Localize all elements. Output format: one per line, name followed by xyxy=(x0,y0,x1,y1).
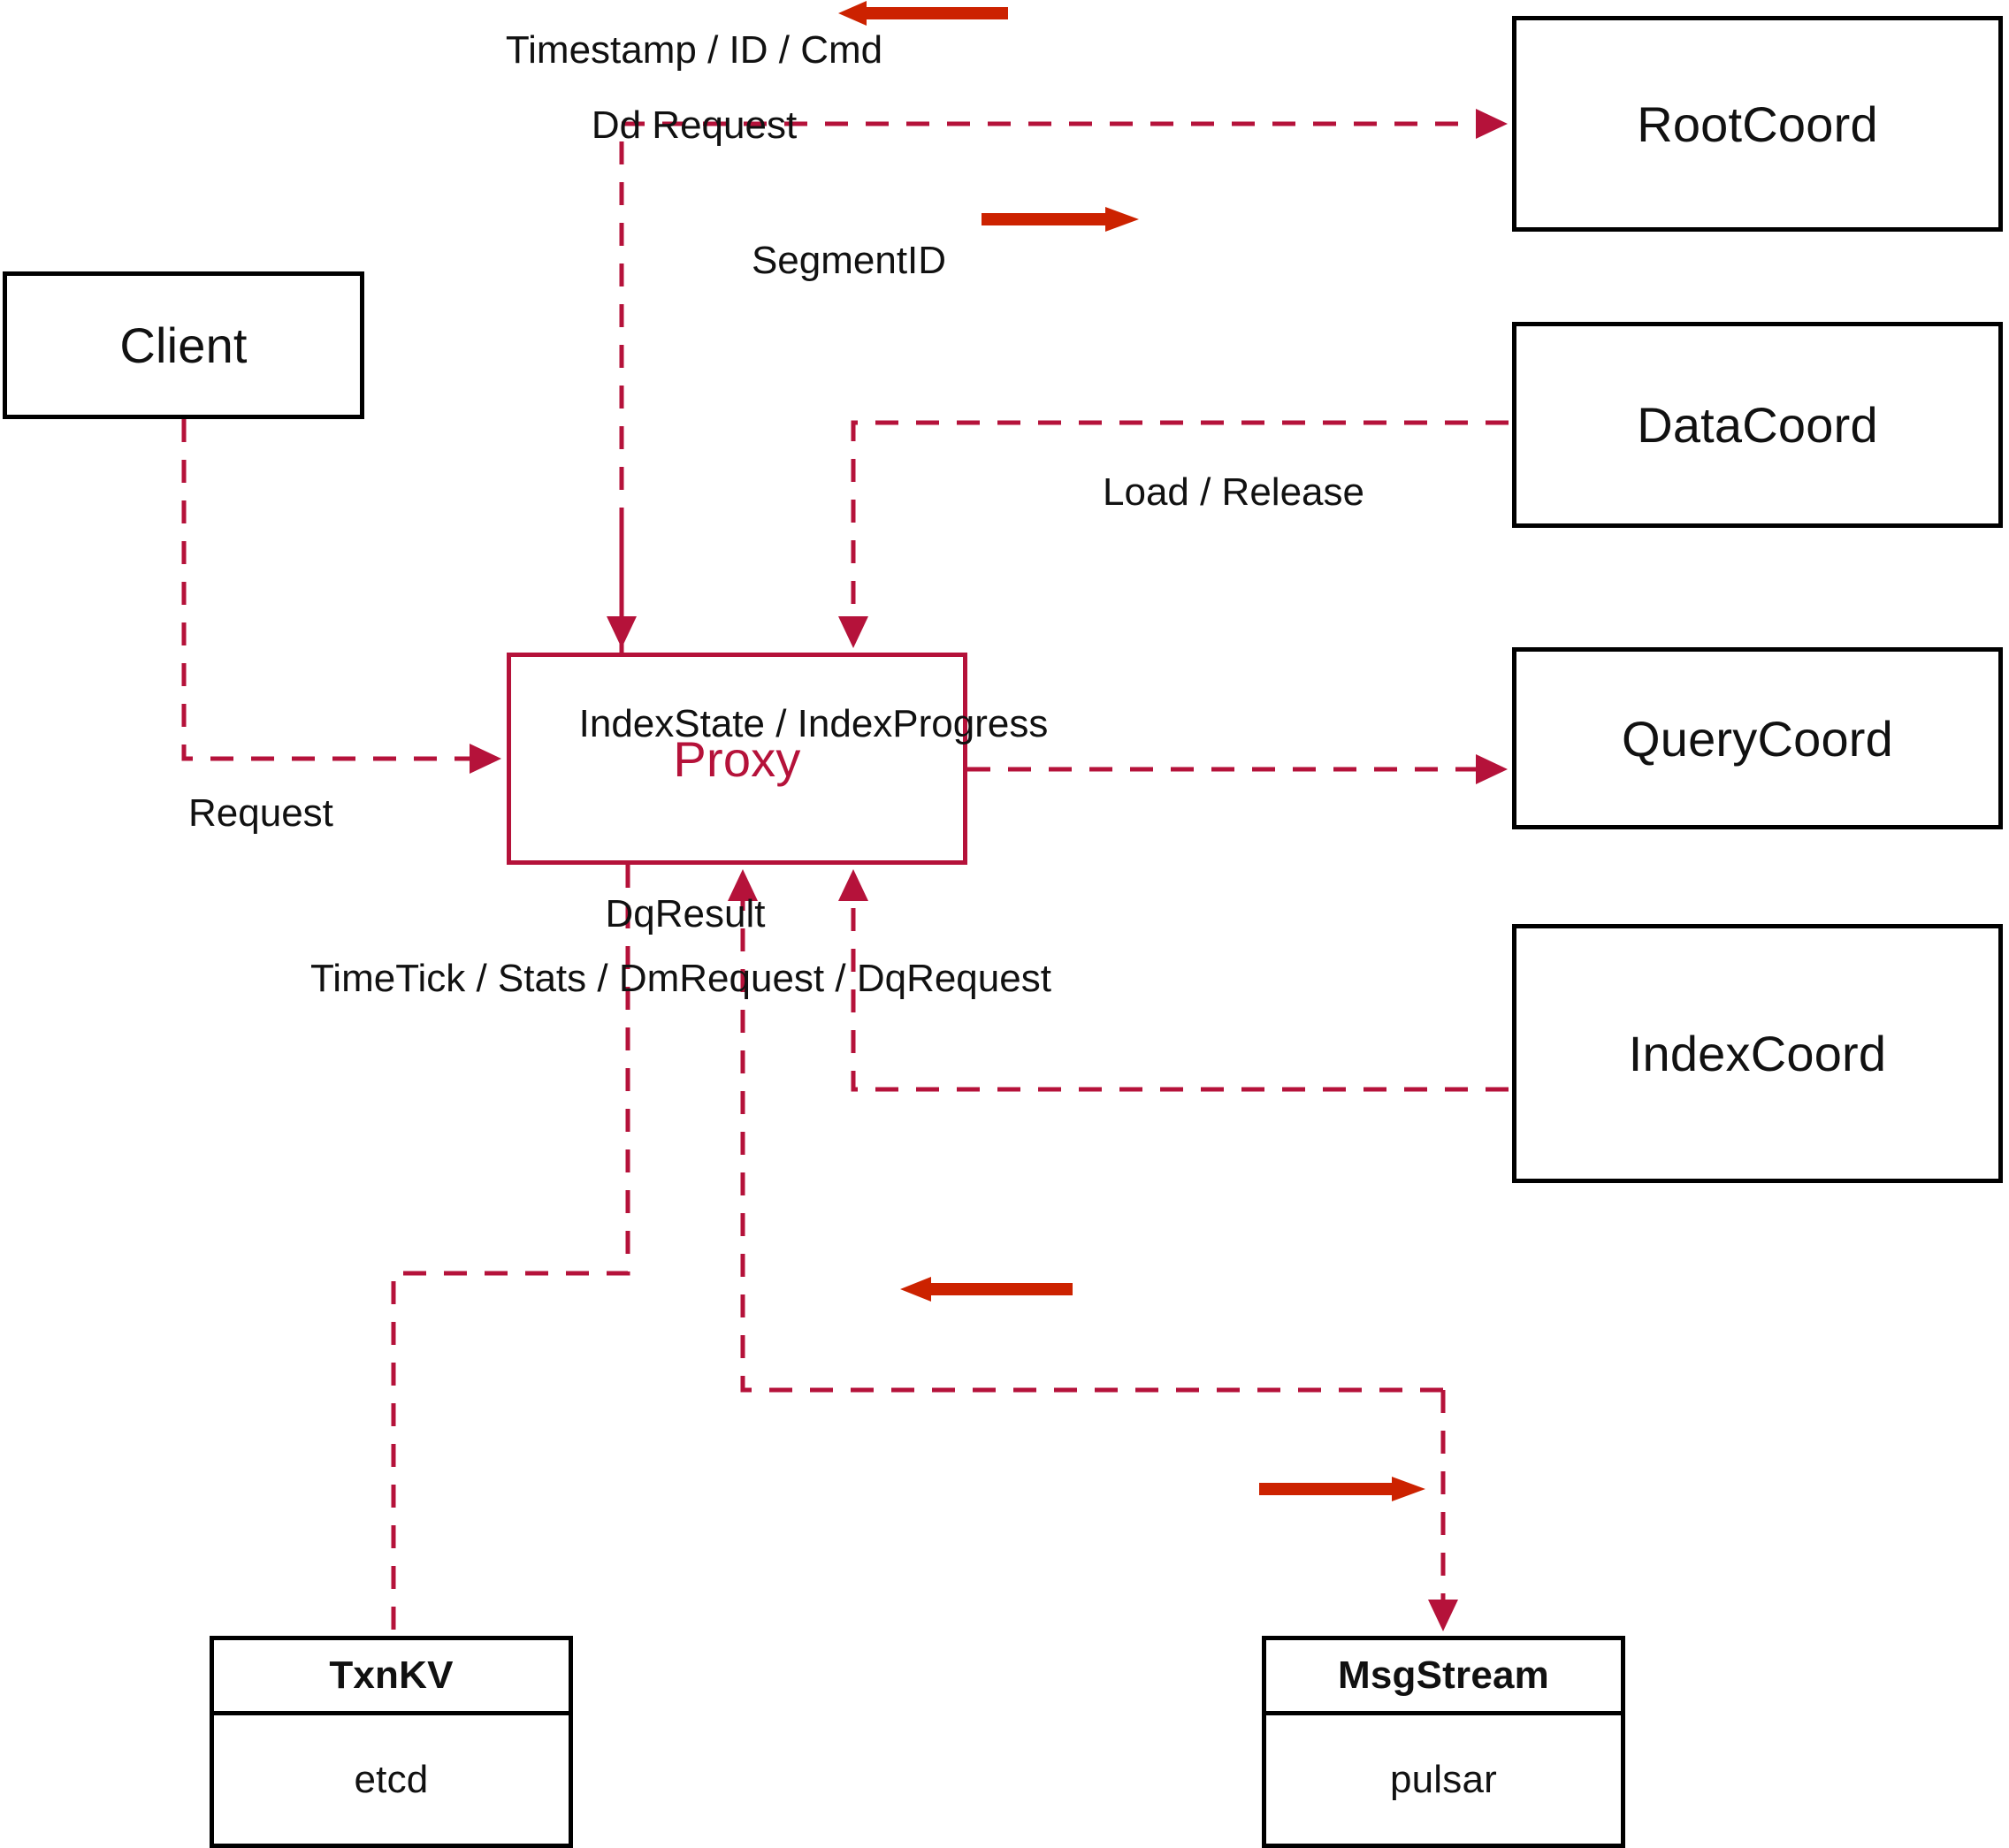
node-txnkv[interactable]: TxnKV etcd xyxy=(210,1636,573,1848)
edge-label-dd-request: Dd Request xyxy=(591,103,798,147)
node-msgstream[interactable]: MsgStream pulsar xyxy=(1262,1636,1625,1848)
node-txnkv-label: TxnKV xyxy=(329,1653,454,1697)
connector-indexstate xyxy=(838,868,1509,1092)
edge-label-request: Request xyxy=(188,791,333,835)
edge-label-timetick: TimeTick / Stats / DmRequest / DqRequest xyxy=(310,957,1051,1000)
node-datacoord-label: DataCoord xyxy=(1637,397,1878,453)
node-msgstream-header: MsgStream xyxy=(1266,1640,1621,1715)
connector-dd-request xyxy=(619,109,1509,653)
connector-request xyxy=(181,419,502,774)
connector-segmentid xyxy=(838,420,1509,649)
node-indexcoord[interactable]: IndexCoord xyxy=(1512,924,2003,1183)
connector-dqresult xyxy=(728,868,1443,1393)
edge-label-indexstate: IndexState / IndexProgress xyxy=(578,702,1049,745)
node-client-label: Client xyxy=(119,317,248,373)
node-querycoord-label: QueryCoord xyxy=(1621,710,1894,767)
node-client[interactable]: Client xyxy=(3,271,364,419)
node-rootcoord-label: RootCoord xyxy=(1637,95,1878,152)
edge-label-load-release: Load / Release xyxy=(1103,470,1364,514)
node-msgstream-body: pulsar xyxy=(1266,1715,1621,1844)
direction-arrow-dd-request xyxy=(982,207,1139,232)
node-msgstream-sublabel: pulsar xyxy=(1389,1757,1498,1801)
node-txnkv-body: etcd xyxy=(214,1715,569,1844)
node-rootcoord[interactable]: RootCoord xyxy=(1512,16,2003,232)
direction-arrow-timestamp xyxy=(838,1,1008,26)
node-querycoord[interactable]: QueryCoord xyxy=(1512,647,2003,829)
node-indexcoord-label: IndexCoord xyxy=(1628,1026,1887,1081)
node-txnkv-sublabel: etcd xyxy=(354,1757,429,1801)
edge-label-segmentid: SegmentID xyxy=(751,239,947,282)
direction-arrow-dqresult xyxy=(900,1277,1073,1302)
node-txnkv-header: TxnKV xyxy=(214,1640,569,1715)
node-proxy[interactable]: Proxy xyxy=(507,653,967,865)
edge-label-dqresult: DqResult xyxy=(605,892,766,935)
node-datacoord[interactable]: DataCoord xyxy=(1512,322,2003,528)
node-msgstream-label: MsgStream xyxy=(1338,1653,1549,1697)
direction-arrow-group xyxy=(838,1,1425,1501)
edge-label-timestamp: Timestamp / ID / Cmd xyxy=(505,28,883,72)
node-proxy-label: Proxy xyxy=(673,730,801,787)
connector-txnkv xyxy=(391,865,630,1636)
direction-arrow-timetick xyxy=(1259,1477,1425,1501)
